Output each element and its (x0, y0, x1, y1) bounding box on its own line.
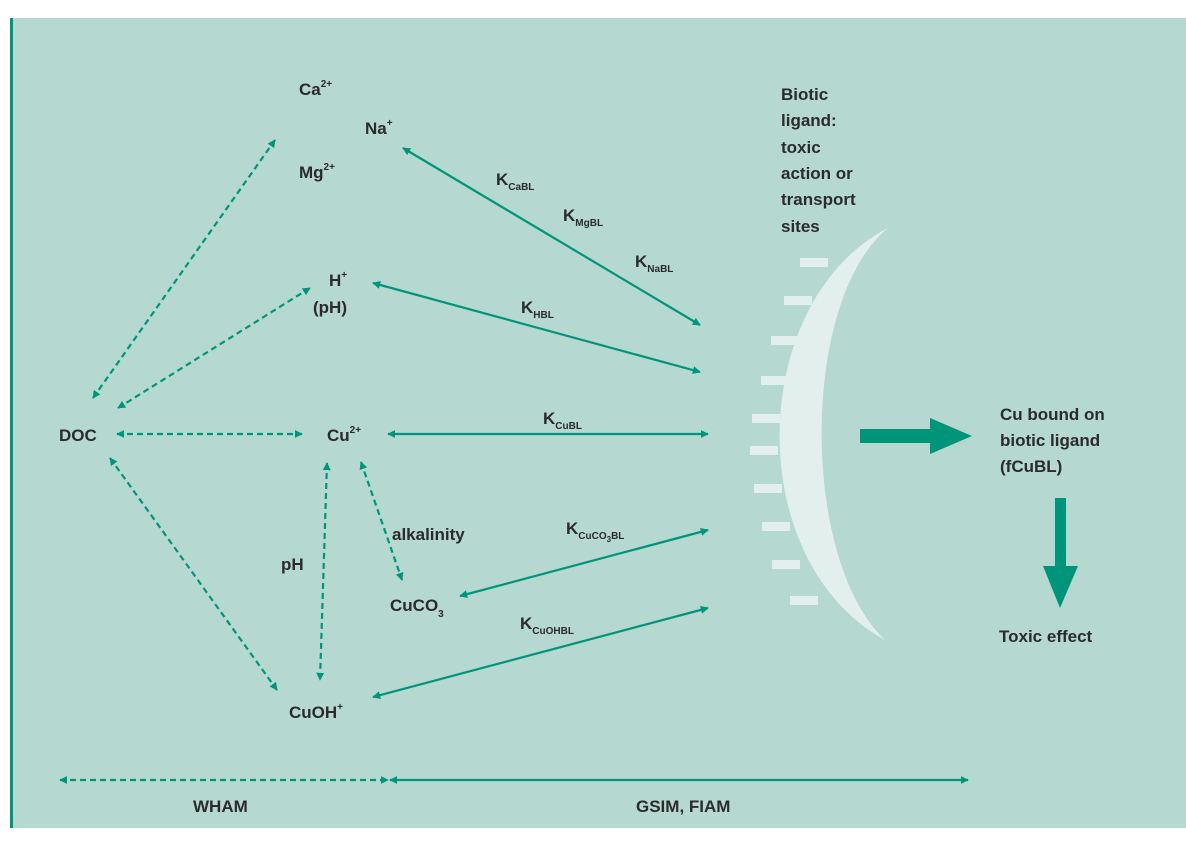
label-wham: WHAM (193, 797, 248, 816)
svg-text:biotic ligand: biotic ligand (1000, 431, 1100, 450)
arrow-cuoh-ligand (372, 605, 709, 700)
arrow-doc-ca (92, 139, 276, 399)
label-cuco3: CuCO3 (390, 596, 444, 620)
arrow-doc-cuoh (109, 457, 278, 691)
svg-text:toxic: toxic (781, 138, 821, 157)
label-cu: Cu2+ (327, 425, 361, 445)
label-toxic-effect: Toxic effect (999, 627, 1093, 646)
label-biotic-ligand: Biotic ligand: toxic action or transport… (781, 85, 856, 236)
label-cuoh: CuOH+ (289, 702, 343, 722)
svg-text:action or: action or (781, 164, 853, 183)
label-kcuco3bl: KCuCO3BL (566, 519, 624, 544)
arrow-bound-to-effect (1043, 498, 1078, 608)
label-khbl: KHBL (521, 298, 554, 321)
arrow-cu-cuoh (316, 462, 331, 681)
label-h: H+ (329, 270, 347, 290)
label-gsim-fiam: GSIM, FIAM (636, 797, 730, 816)
biotic-ligand-shape (750, 228, 888, 640)
label-ca: Ca2+ (299, 79, 332, 99)
label-kcabl: KCaBL (496, 170, 534, 193)
svg-text:Biotic: Biotic (781, 85, 828, 104)
label-cu-bound: Cu bound on biotic ligand (fCuBL) (1000, 405, 1105, 476)
label-mg: Mg2+ (299, 162, 335, 182)
svg-text:sites: sites (781, 217, 820, 236)
left-border (10, 18, 13, 828)
svg-text:transport: transport (781, 190, 856, 209)
label-doc: DOC (59, 426, 97, 445)
label-ph-paren: (pH) (313, 298, 347, 317)
arrow-na-ligand (402, 147, 701, 326)
arrow-cu-cuco3 (359, 461, 404, 581)
label-na: Na+ (365, 118, 393, 138)
svg-text:(fCuBL): (fCuBL) (1000, 457, 1062, 476)
arrow-ligand-to-bound (860, 418, 972, 454)
label-knabl: KNaBL (635, 252, 673, 275)
svg-text:Cu bound on: Cu bound on (1000, 405, 1105, 424)
svg-text:ligand:: ligand: (781, 111, 837, 130)
label-kcuohbl: KCuOHBL (520, 614, 574, 637)
label-alkalinity: alkalinity (392, 525, 465, 544)
label-kmgbl: KMgBL (563, 206, 603, 229)
arrow-h-ligand (372, 281, 701, 374)
label-kcubl: KCuBL (543, 409, 582, 432)
label-ph: pH (281, 555, 304, 574)
arrow-doc-h (117, 287, 311, 409)
arrow-cuco3-ligand (459, 527, 709, 599)
